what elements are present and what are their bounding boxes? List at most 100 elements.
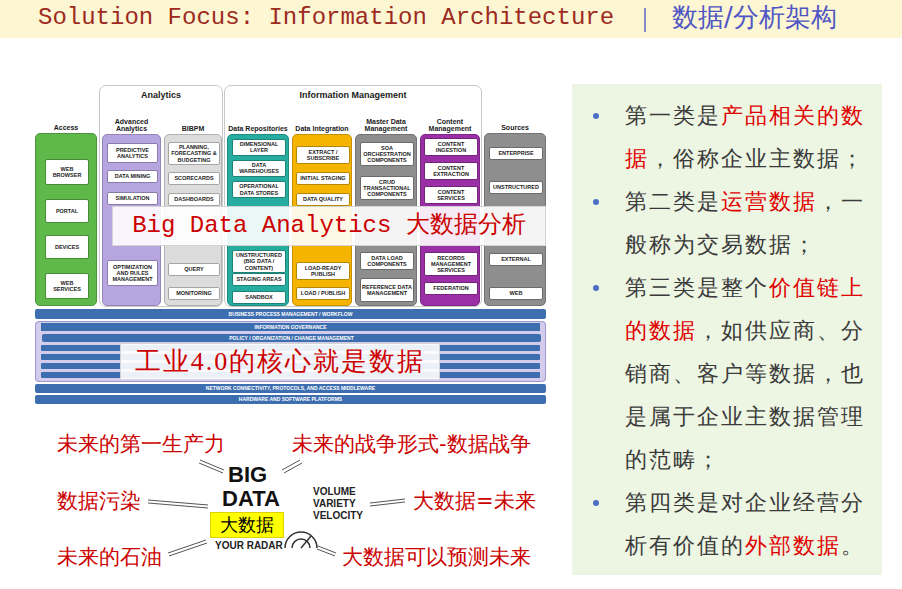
component-box: UNSTRUCTURED	[489, 181, 543, 194]
component-label: INITIAL STAGING	[300, 175, 345, 181]
component-box: LOAD-READY PUBLISH	[296, 262, 350, 280]
component-label: EXTRACT / SUBSCRIBE	[298, 149, 348, 162]
layer-band: NETWORK CONNECTIVITY, PROTOCOLS, AND ACC…	[35, 384, 546, 393]
component-label: PREDICTIVE ANALYTICS	[109, 147, 156, 160]
component-label: DIMENSIONAL LAYER	[234, 141, 284, 154]
box-label: NETWORK CONNECTIVITY, PROTOCOLS, AND ACC…	[206, 386, 375, 391]
bullet-item: 第二类是运营数据，一般称为交易数据；	[625, 180, 875, 266]
box-label: 大数据	[220, 515, 274, 535]
component-box: PREDICTIVE ANALYTICS	[107, 143, 158, 163]
highlight-box: 大数据	[210, 512, 284, 538]
component-box: SCORECARDS	[168, 172, 220, 185]
leader-lines	[148, 460, 405, 556]
overlay-banner: Big Data Analytics 大数据分析	[112, 206, 546, 246]
layer-band: HARDWARE AND SOFTWARE PLATFORMS	[35, 395, 546, 404]
bullet-text: 。	[841, 533, 865, 558]
column-header: Advanced Analytics	[101, 118, 162, 133]
component-label: PORTAL	[56, 208, 78, 214]
callout-text: 未来的第一生产力	[57, 432, 225, 456]
component-label: FEDERATION	[433, 285, 468, 291]
component-label: PLANNING, FORECASTING & BUDGETING	[170, 144, 218, 163]
callout-text: 大数据可以预测未来	[342, 545, 531, 569]
component-label: LOAD / PUBLISH	[301, 290, 345, 296]
component-box: CONTENT INGESTION	[424, 138, 478, 156]
callout-text: 未来的战争形式-数据战争	[292, 432, 531, 456]
callout-text: 大数据=未来	[413, 489, 536, 513]
header-holder: BIBPM	[163, 125, 223, 133]
component-label: WEB	[510, 290, 523, 296]
bullet-item: 第四类是对企业经营分析有价值的外部数据。	[625, 481, 875, 567]
component-box: DATA WAREHOUSES	[232, 160, 286, 177]
component-label: WEB SERVICES	[47, 280, 87, 293]
column-header: Data Repositories	[228, 125, 288, 133]
component-box: REFERENCE DATA MANAGEMENT	[360, 278, 414, 302]
header-holder: Sources	[483, 124, 547, 132]
component-box: MONITORING	[168, 287, 220, 300]
component-label: SIMULATION	[116, 195, 150, 201]
group-header: Information Management	[225, 86, 481, 101]
component-box: SANDBOX	[232, 291, 286, 304]
component-label: DATA MINING	[115, 173, 151, 179]
governance-fill	[35, 321, 546, 382]
component-box: WEB BROWSER	[45, 159, 89, 185]
governance-header: INFORMATION GOVERNANCE	[41, 323, 540, 331]
component-box: CONTENT EXTRACTION	[424, 162, 478, 180]
banner-text: Big Data Analytics 大数据分析	[132, 212, 526, 241]
component-label: REFERENCE DATA MANAGEMENT	[362, 284, 412, 297]
group-panel: AnalyticsAdvanced AnalyticsPREDICTIVE AN…	[99, 85, 223, 307]
illustration-word: VARIETY	[313, 498, 356, 510]
slide-title: Solution Focus: Information Architecture	[38, 4, 614, 33]
component-box: PLANNING, FORECASTING & BUDGETING	[168, 142, 220, 165]
illustration-word: VOLUME	[313, 486, 356, 498]
bullet-dot	[593, 500, 599, 506]
component-box: DATA LOAD COMPONENTS	[360, 252, 414, 270]
component-box: ENTERPRISE	[489, 147, 543, 160]
component-label: CONTENT SERVICES	[426, 189, 476, 202]
component-box: SIMULATION	[107, 192, 158, 205]
component-label: CONTENT INGESTION	[426, 141, 476, 154]
layer-band: BUSINESS PROCESS MANAGEMENT / WORKFLOW	[35, 309, 546, 319]
bullet-text: 第三类是整个	[625, 275, 769, 300]
component-box: WEB SERVICES	[45, 273, 89, 299]
box-label: POLICY / ORGANIZATION / CHANGE MANAGEMEN…	[229, 336, 354, 341]
box-label: HARDWARE AND SOFTWARE PLATFORMS	[239, 397, 342, 402]
component-label: DATA LOAD COMPONENTS	[362, 255, 412, 268]
illustration-word: BIG	[228, 462, 267, 487]
callout-text: 数据污染	[57, 489, 141, 513]
component-label: ENTERPRISE	[498, 150, 533, 156]
header-holder: Data Integration	[291, 125, 353, 133]
governance-bars	[41, 345, 540, 378]
title-bar	[0, 0, 902, 38]
column-header: Master Data Management	[354, 118, 418, 133]
component-label: UNSTRUCTURED	[493, 184, 539, 190]
title-subtitle: 数据/分析架构	[672, 3, 837, 33]
bullet-text: 第二类是	[625, 189, 721, 214]
component-label: CONTENT EXTRACTION	[426, 165, 476, 178]
component-label: EXTERNAL	[501, 256, 531, 262]
bullet-dot	[593, 199, 599, 205]
component-box: CRUD TRANSACTIONAL COMPONENTS	[360, 176, 414, 200]
component-box: PORTAL	[45, 199, 89, 223]
component-box: DIMENSIONAL LAYER	[232, 139, 286, 156]
component-label: RECORDS MANAGEMENT SERVICES	[426, 255, 476, 274]
bullet-text: 运营数据	[721, 189, 817, 214]
header-holder: Data Repositories	[226, 125, 290, 133]
component-box: FEDERATION	[424, 282, 478, 295]
component-box: INITIAL STAGING	[296, 172, 350, 185]
header-holder: Advanced Analytics	[101, 118, 162, 133]
component-label: DATA WAREHOUSES	[234, 162, 284, 175]
component-label: OPERATIONAL DATA STORES	[234, 183, 284, 196]
illustration-word: DATA	[222, 486, 280, 511]
bullet-dot	[593, 113, 599, 119]
component-label: LOAD-READY PUBLISH	[298, 265, 348, 278]
banner-text: 工业4.0的核心就是数据	[135, 346, 426, 377]
overlay-banner: 工业4.0的核心就是数据	[120, 343, 440, 380]
bullet-text: 第一类是	[625, 103, 721, 128]
bullet-item: 第三类是整个价值链上的数据，如供应商、分销商、客户等数据，也是属于企业主数据管理…	[625, 266, 875, 481]
component-box: UNSTRUCTURED (BIG DATA / CONTENT)	[232, 250, 286, 273]
column-header: BIBPM	[182, 125, 205, 133]
layer-band: POLICY / ORGANIZATION / CHANGE MANAGEMEN…	[42, 334, 541, 342]
header-holder: Master Data Management	[354, 118, 418, 133]
column-header: Sources	[501, 124, 529, 132]
